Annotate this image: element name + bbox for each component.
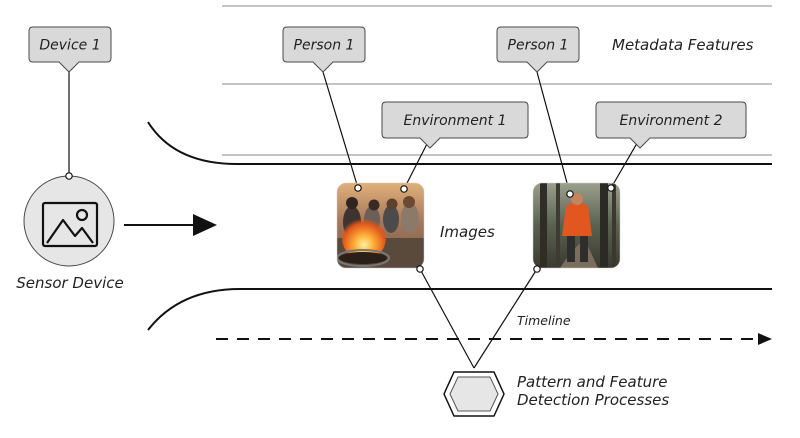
env-a-callout: Environment 1	[381, 101, 529, 149]
sensor-device: Sensor Device	[16, 175, 124, 292]
image-icon	[41, 201, 99, 248]
timeline-arrowhead	[758, 333, 772, 345]
hiker-jacket	[562, 202, 592, 236]
env-b-callout-shape	[595, 101, 747, 149]
person-a-connector	[322, 71, 359, 189]
hiker-image	[533, 183, 620, 268]
process-label-line2: Detection Processes	[517, 391, 669, 409]
campfire-person-3-head	[386, 198, 398, 210]
hexagon-inner	[449, 376, 499, 412]
person-b-callout: Person 1	[496, 26, 580, 73]
images-label: Images	[440, 223, 495, 241]
person-a-callout: Person 1	[282, 26, 366, 73]
hiker-leg-right	[580, 236, 588, 262]
hiker-tree-2	[556, 183, 560, 268]
image-b-bottom-dot	[533, 265, 541, 273]
env-b-callout-label: Environment 2	[619, 113, 722, 129]
arrow-head	[193, 214, 217, 236]
image-b-to-process	[473, 268, 538, 369]
image-icon-sun	[75, 208, 89, 222]
hiker-tree-4	[612, 183, 616, 268]
person-b-callout-shape	[496, 26, 580, 73]
hiker-image-frame	[532, 182, 621, 269]
hiker-tree-1	[540, 183, 547, 268]
campfire-image	[337, 183, 424, 268]
image-a-bottom-dot	[416, 265, 424, 273]
device-anchor-dot	[65, 172, 73, 180]
person-a-callout-shape	[282, 26, 366, 73]
hiker-head	[571, 193, 583, 205]
env-b-callout: Environment 2	[595, 101, 747, 149]
campfire-logs	[339, 252, 387, 264]
campfire-person-4-head	[403, 196, 415, 208]
device-callout: Device 1	[28, 26, 112, 73]
hiker-tree-3	[600, 183, 608, 268]
person-b-callout-label: Person 1	[508, 38, 569, 54]
timeline-label: Timeline	[517, 313, 571, 328]
campfire-image-frame	[336, 182, 425, 269]
campfire-person-1-head	[346, 197, 358, 209]
image-icon-frame	[41, 201, 99, 248]
hiker-leg-left	[567, 236, 575, 262]
anchor-dots	[65, 172, 615, 273]
campfire-person-3	[383, 205, 399, 233]
campfire-person-2-head	[368, 199, 380, 211]
env-a-connector	[403, 137, 431, 190]
env-a-callout-shape	[381, 101, 529, 149]
env-b-connector	[610, 137, 641, 189]
connector-lines	[68, 71, 641, 369]
campfire-flame	[342, 216, 386, 260]
hexagon-icon	[443, 371, 505, 417]
upper-swoosh	[147, 121, 772, 166]
device-callout-label: Device 1	[39, 38, 100, 54]
campfire-ring	[337, 249, 390, 267]
person-b-connector	[536, 71, 571, 195]
process-label-line1: Pattern and Feature	[517, 373, 668, 391]
lower-swoosh	[147, 288, 772, 331]
image-icon-mountains	[46, 218, 94, 244]
sensor-device-circle	[23, 175, 115, 267]
sensor-device-label: Sensor Device	[16, 274, 123, 292]
metadata-band-rules	[222, 5, 772, 156]
person-b-anchor-dot	[566, 190, 574, 198]
person-a-anchor-dot	[354, 184, 362, 192]
person-a-callout-label: Person 1	[294, 38, 355, 54]
env-a-callout-label: Environment 1	[403, 113, 506, 129]
env-a-anchor-dot	[400, 185, 408, 193]
arrow-right-icon	[124, 214, 217, 236]
device-callout-shape	[28, 26, 112, 73]
campfire-person-4	[401, 203, 419, 233]
env-b-anchor-dot	[607, 184, 615, 192]
metadata-features-label: Metadata Features	[612, 36, 754, 54]
image-a-to-process	[419, 268, 475, 369]
